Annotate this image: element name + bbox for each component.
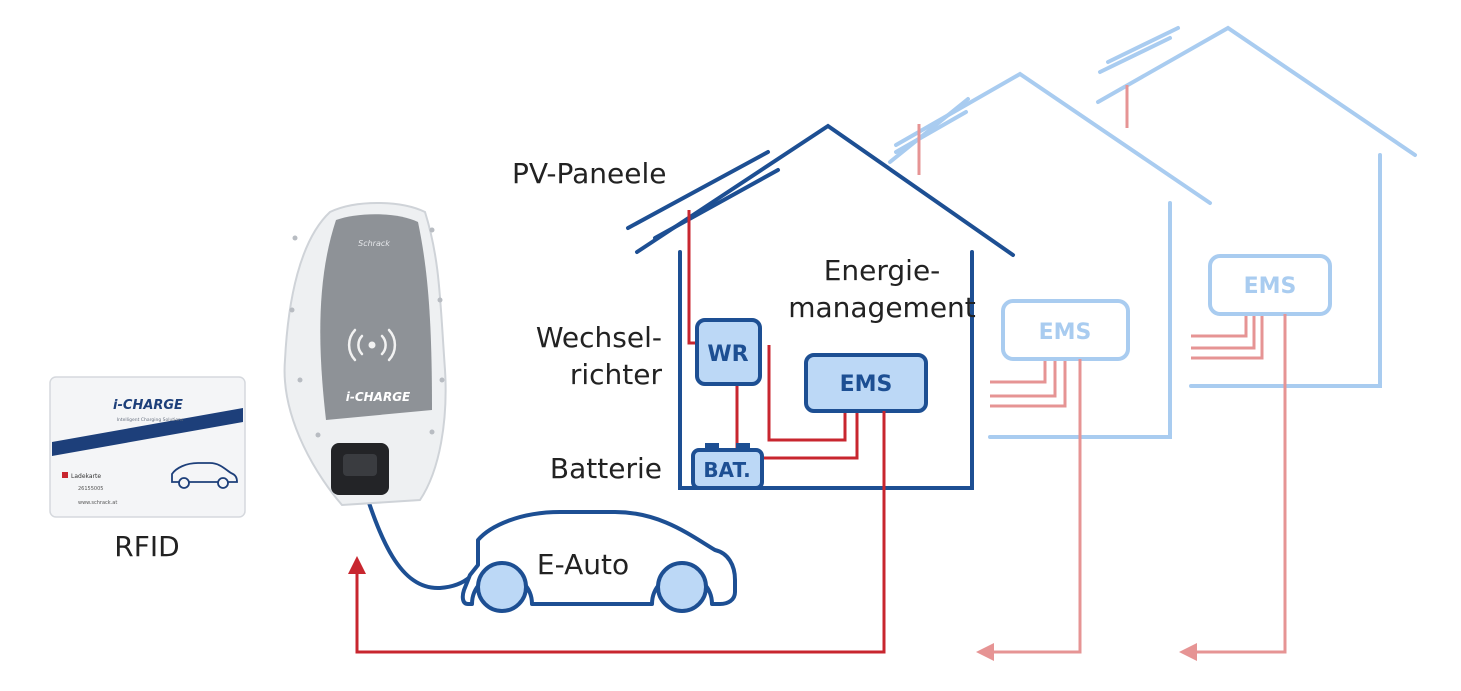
house-3-outline	[1096, 25, 1417, 388]
house-3-wiring	[1125, 85, 1264, 360]
battery-box: BAT.	[691, 443, 764, 490]
svg-text:BAT.: BAT.	[703, 458, 750, 482]
svg-text:EMS: EMS	[1039, 320, 1092, 345]
arrow-head-house-3	[1179, 643, 1197, 661]
inverter-box: WR	[695, 318, 762, 386]
inverter-label-1: Wechsel-	[536, 321, 662, 354]
car-label: E-Auto	[537, 548, 629, 581]
ems-box-main: EMS	[804, 353, 928, 413]
rfid-card-car-icon	[171, 462, 238, 489]
return-arrow-house-3	[1193, 314, 1287, 654]
car-wheel-rear	[656, 561, 708, 613]
rfid-card-label: Ladekarte	[71, 473, 101, 480]
svg-text:WR: WR	[707, 342, 748, 367]
rfid-card-tagline: Intelligent Charging Solutions	[117, 417, 184, 423]
ems-box-house-3: EMS	[1208, 254, 1332, 316]
wallbox-maker-logo: Schrack	[358, 239, 390, 248]
house-2-outline	[888, 71, 1212, 439]
main-house-outline	[635, 123, 1015, 490]
pv-panel-label: PV-Paneele	[512, 157, 667, 190]
rfid-card-brand: i-CHARGE	[113, 398, 183, 413]
electric-car	[460, 510, 737, 613]
arrow-head-house-2	[976, 643, 994, 661]
wallbox-charger: Schrack i-CHARGE	[283, 202, 447, 507]
inverter-label-2: richter	[570, 358, 663, 391]
return-arrow-house-2	[990, 359, 1082, 654]
svg-text:EMS: EMS	[1244, 274, 1297, 299]
battery-label: Batterie	[550, 452, 662, 485]
return-arrow-main	[355, 411, 886, 654]
rfid-label: RFID	[114, 530, 179, 563]
rfid-card-url: www.schrack.at	[78, 500, 117, 506]
wallbox-brand-logo: i-CHARGE	[346, 390, 411, 404]
ems-box-house-2: EMS	[1001, 299, 1130, 361]
svg-text:EMS: EMS	[840, 372, 893, 397]
house-2-wiring	[917, 124, 1067, 408]
main-house-wiring	[687, 210, 859, 460]
rfid-card: i-CHARGE Intelligent Charging Solutions …	[49, 376, 246, 518]
rfid-card-number: 26155005	[78, 486, 103, 492]
energy-management-label-1: Energie-	[824, 254, 941, 287]
car-wheel-front	[476, 561, 528, 613]
energy-management-label-2: management	[788, 291, 976, 324]
pv-panel	[626, 150, 780, 240]
nfc-reader-icon	[347, 328, 397, 362]
arrow-head-main	[348, 556, 366, 574]
